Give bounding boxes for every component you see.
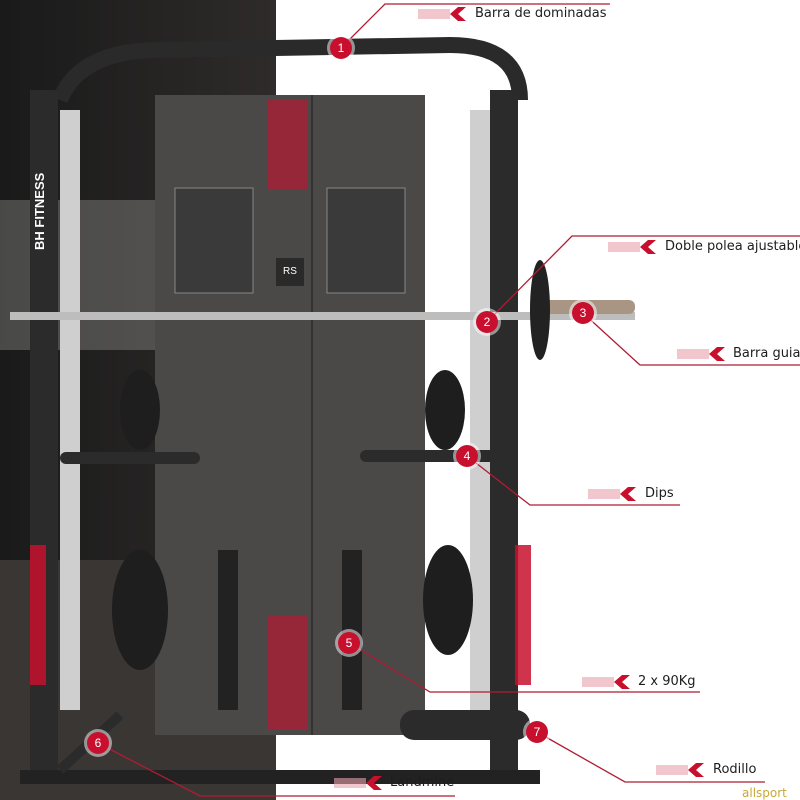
callout-label-1: Barra de dominadas xyxy=(475,6,607,21)
chevron-icon xyxy=(656,763,704,777)
dip-bar-left xyxy=(60,452,200,464)
callout-label-6: Landmine xyxy=(390,775,455,790)
panel-logo: RS xyxy=(283,266,297,277)
callout-label-2: Doble polea ajustable xyxy=(665,239,800,254)
pull-up-bar xyxy=(52,36,528,104)
watermark: allsport xyxy=(742,786,787,800)
guide-bar xyxy=(10,312,635,320)
callout-line-5 xyxy=(348,642,700,693)
callout-line-6 xyxy=(97,742,455,797)
callout-line-1 xyxy=(340,3,610,49)
callout-label-7: Rodillo xyxy=(713,762,757,777)
callout-marker-2: 2 xyxy=(473,308,501,336)
chevron-icon xyxy=(608,240,656,254)
callout-line-7 xyxy=(536,731,765,783)
callout-line-2 xyxy=(486,235,800,323)
brand-logo-left: BH FITNESS xyxy=(32,172,47,250)
callout-marker-1: 1 xyxy=(327,34,355,62)
chevron-icon xyxy=(334,776,382,790)
chevron-icon xyxy=(418,7,466,21)
callout-marker-7: 7 xyxy=(523,718,551,746)
callout-line-4 xyxy=(466,455,680,506)
callout-marker-4: 4 xyxy=(453,442,481,470)
svg-text:2: 2 xyxy=(484,315,491,329)
svg-text:6: 6 xyxy=(95,736,102,750)
callout-marker-5: 5 xyxy=(335,629,363,657)
muscle-chart-right xyxy=(326,187,406,294)
chevron-icon xyxy=(582,675,630,689)
callout-label-4: Dips xyxy=(645,486,674,501)
svg-text:5: 5 xyxy=(346,636,353,650)
callout-label-5: 2 x 90Kg xyxy=(638,674,696,689)
brand-logo-right: BH FITNESS xyxy=(516,172,531,250)
right-upright xyxy=(490,90,518,780)
muscle-chart-left xyxy=(174,187,254,294)
svg-text:7: 7 xyxy=(534,725,541,739)
callout-marker-3: 3 xyxy=(569,299,597,327)
svg-text:3: 3 xyxy=(580,306,587,320)
svg-text:4: 4 xyxy=(464,449,471,463)
callout-line-3 xyxy=(582,312,800,366)
leg-roller xyxy=(400,710,530,740)
chevron-icon xyxy=(588,487,636,501)
svg-text:1: 1 xyxy=(338,41,345,55)
callout-marker-6: 6 xyxy=(84,729,112,757)
chevron-icon xyxy=(677,347,725,361)
callout-label-3: Barra guia xyxy=(733,346,800,361)
